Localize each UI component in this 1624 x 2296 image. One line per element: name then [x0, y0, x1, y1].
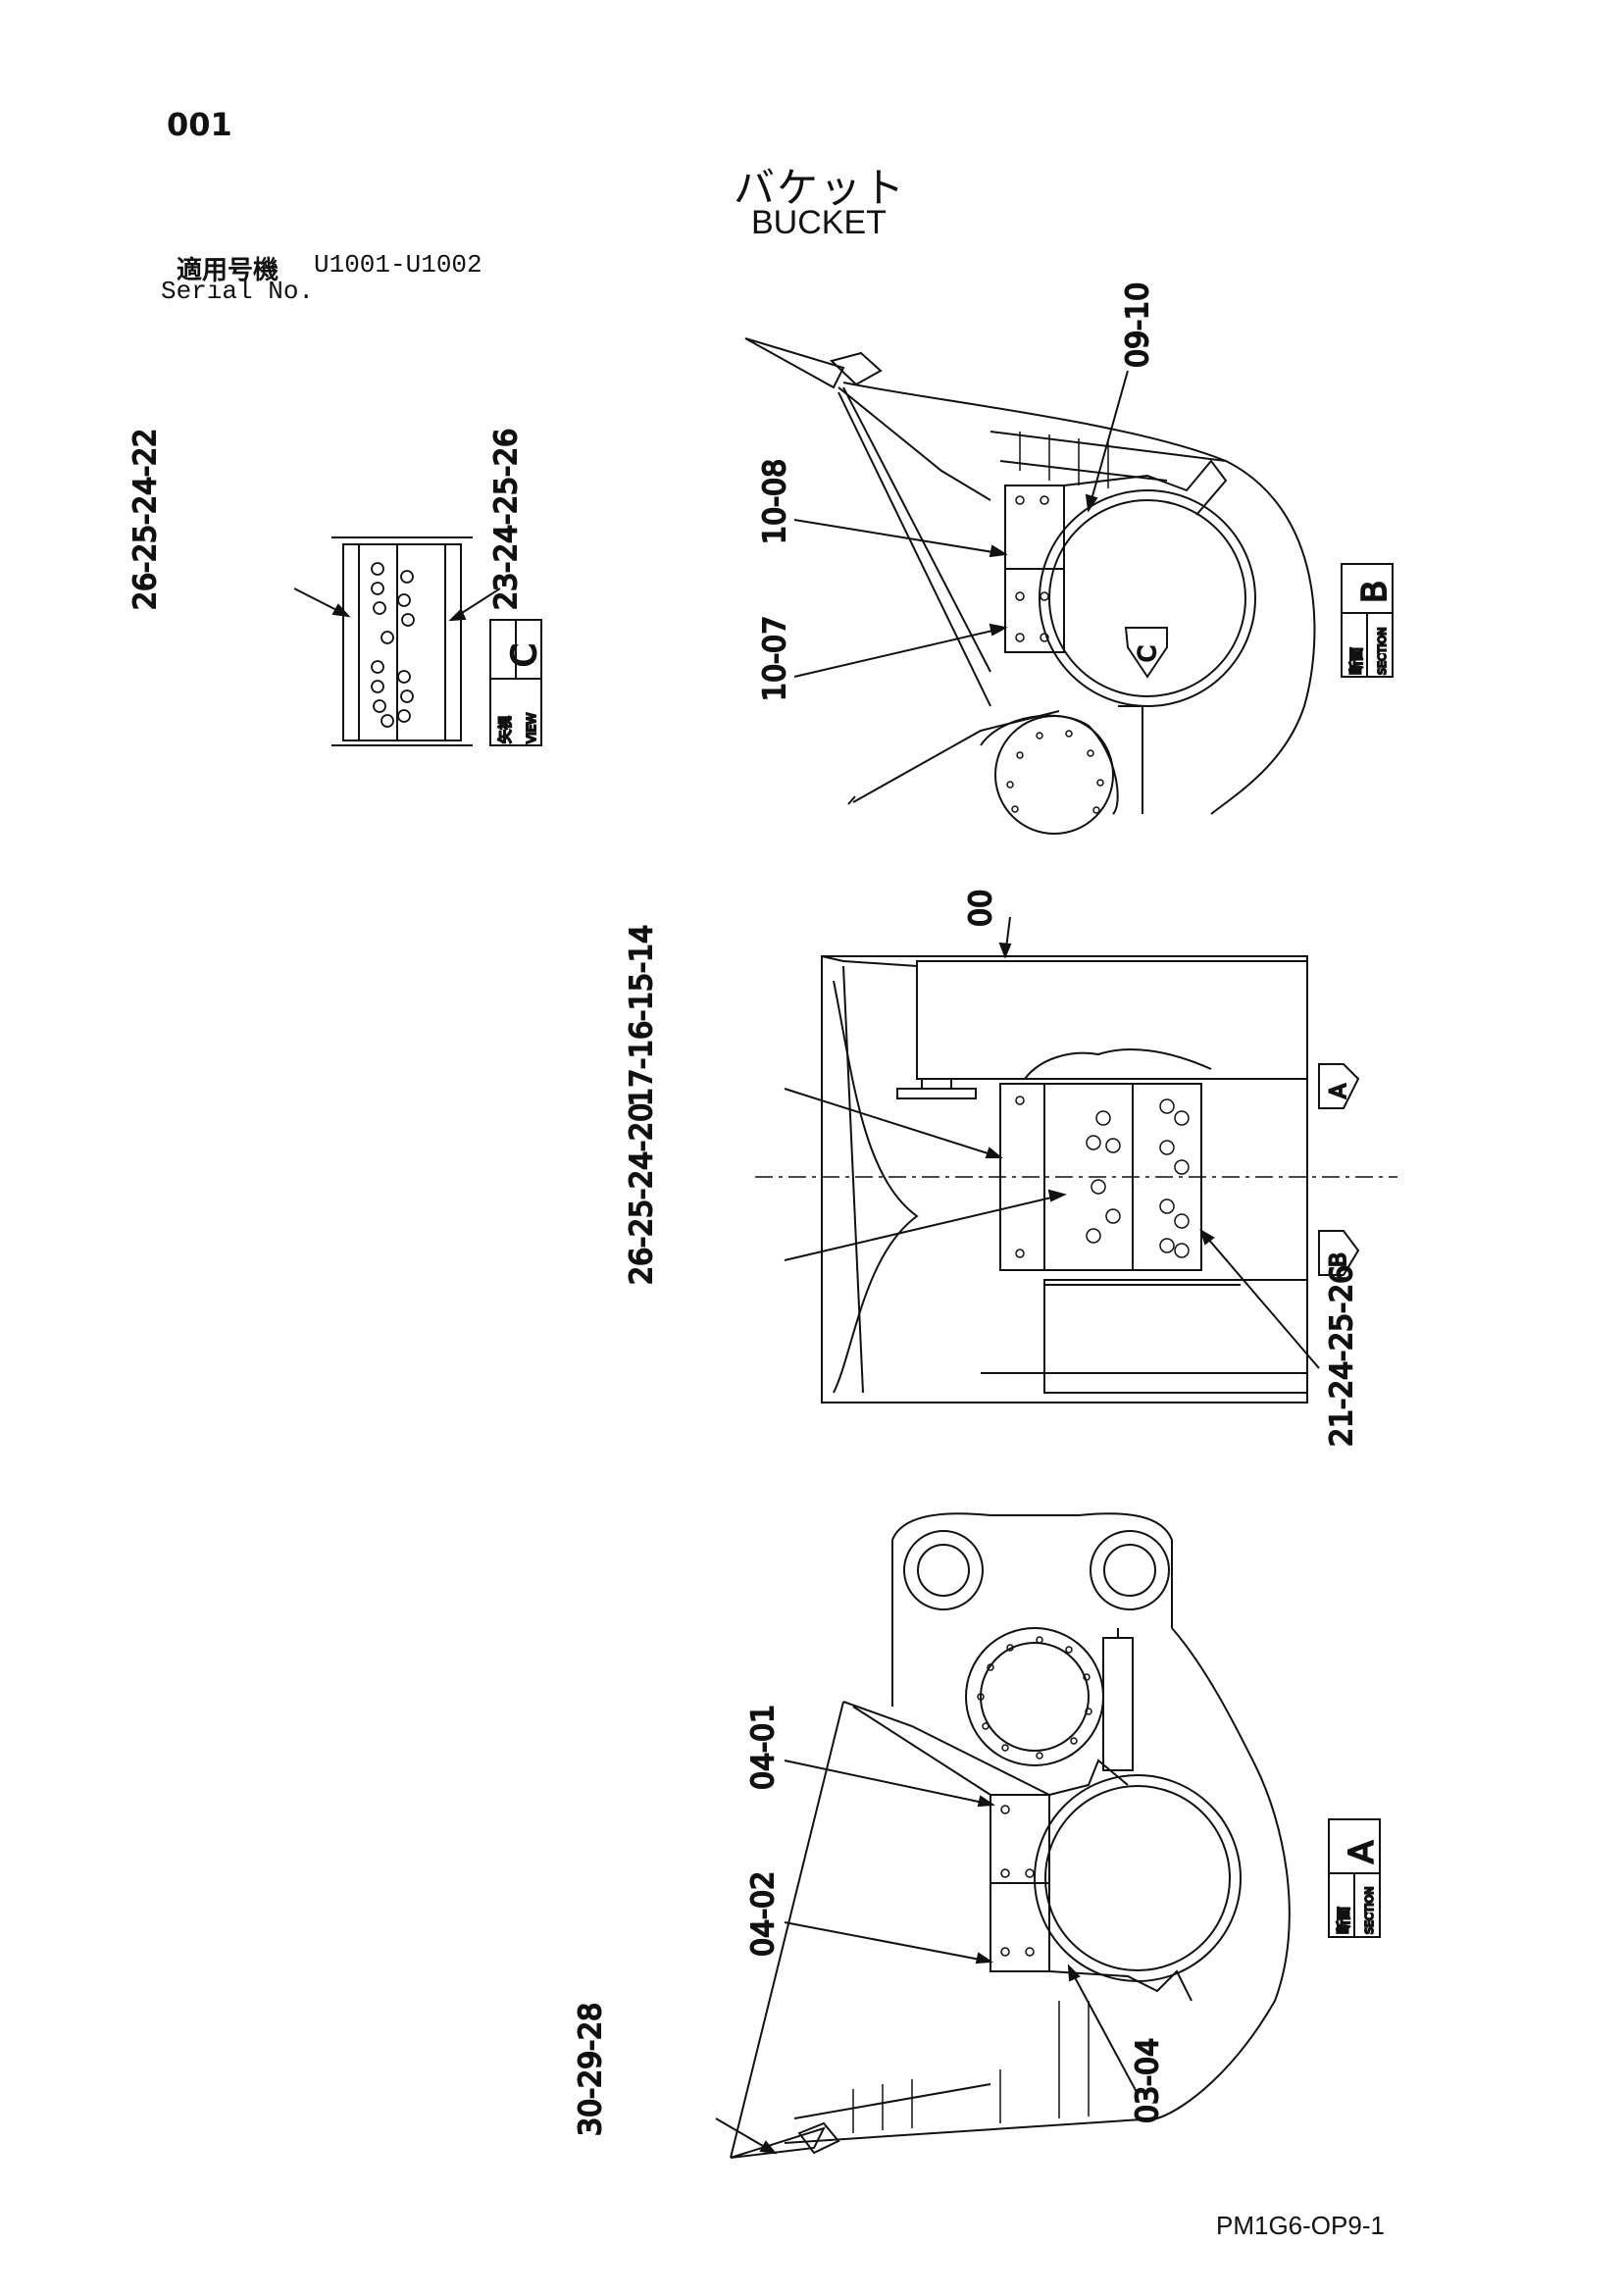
callout-view-c-right: 23-24-25-26: [489, 429, 524, 610]
serial-label-japanese: 適用号機: [177, 256, 279, 285]
arrow-c-letter: C: [1134, 645, 1161, 662]
callout-section-b-lower: 10-07: [758, 616, 792, 701]
view-c-drawing: [293, 536, 501, 746]
title-english: BUCKET: [751, 204, 887, 241]
callout-section-a-tooth: 30-29-28: [574, 2003, 608, 2136]
arrow-b-letter: B: [1327, 1252, 1351, 1267]
arrow-a-letter: A: [1327, 1084, 1351, 1098]
drawing-code: PM1G6-OP9-1: [1216, 2211, 1385, 2240]
callout-view-c-left: 26-25-24-22: [128, 429, 163, 610]
section-b-en: SECTION: [1376, 628, 1389, 675]
view-c-jp: 矢視: [498, 716, 514, 743]
view-c-bolt-holes: [371, 562, 415, 728]
section-b-jp: 断面: [1349, 647, 1365, 675]
section-a-label: A 断面 SECTION: [1328, 1818, 1383, 1938]
view-c-letter: C: [505, 643, 544, 667]
section-a-letter: A: [1343, 1841, 1382, 1863]
serial-number-range: U1001-U1002: [314, 250, 482, 280]
section-a-en: SECTION: [1363, 1887, 1376, 1934]
section-b-label: B 断面 SECTION: [1341, 563, 1396, 678]
callout-plan-lower: 26-25-24-20: [625, 1103, 659, 1285]
section-a-drawing: [715, 1512, 1291, 2159]
plan-view-drawing: A B: [755, 916, 1397, 1403]
callout-section-a-upper: 04-01: [746, 1705, 781, 1790]
section-b-drawing: C: [744, 337, 1316, 835]
page-number: 001: [167, 106, 232, 143]
section-b-letter: B: [1355, 581, 1395, 603]
callout-plan-upper: 17-16-15-14: [625, 925, 659, 1106]
section-a-jp: 断面: [1337, 1907, 1352, 1934]
callout-plan-right: 21-24-25-26: [1325, 1265, 1359, 1447]
callout-section-b-upper: 10-08: [758, 459, 792, 544]
callout-section-a-bottom: 03-04: [1131, 2038, 1165, 2123]
view-c-en: VIEW: [525, 713, 538, 743]
title-japanese: バケット: [734, 164, 907, 212]
callout-section-a-middle: 04-02: [746, 1871, 781, 1957]
callout-section-b-top: 09-10: [1121, 282, 1155, 368]
view-c-label: C 矢視 VIEW: [489, 619, 545, 746]
callout-plan-body: 00: [964, 890, 998, 927]
serial-label-english: Serial No.: [161, 277, 315, 306]
